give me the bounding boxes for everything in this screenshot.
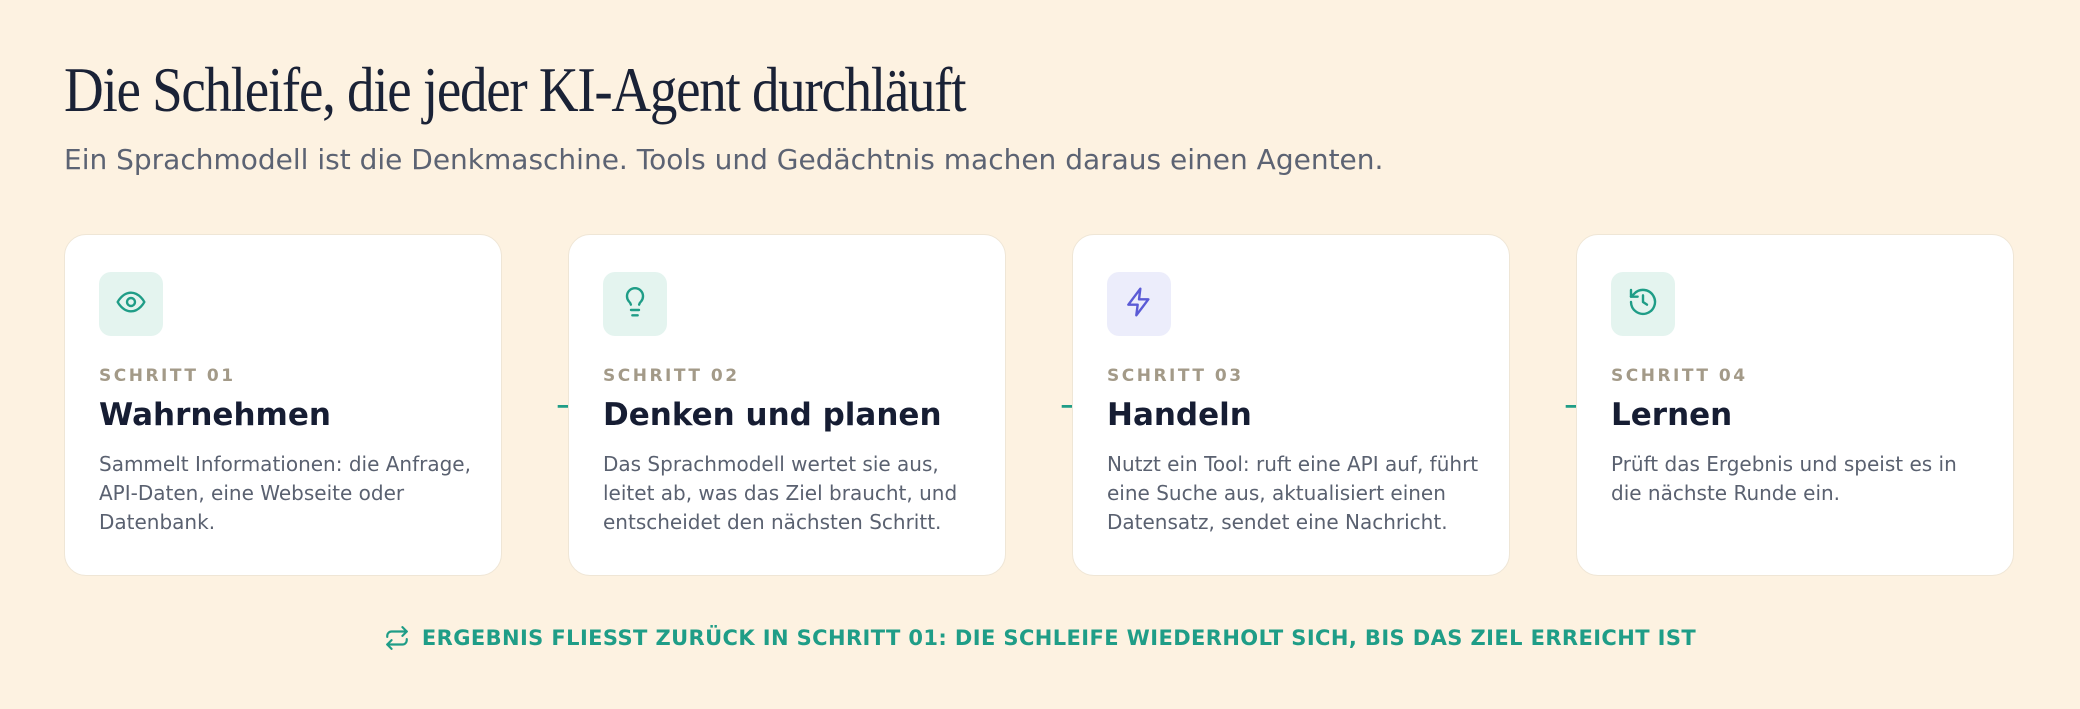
agent-loop-diagram: Die Schleife, die jeder KI-Agent durchlä… [64, 0, 2016, 709]
history-icon [1627, 286, 1659, 322]
step-icon-box [1611, 272, 1675, 336]
page-subtitle: Ein Sprachmodell ist die Denkmaschine. T… [64, 143, 1384, 176]
step-title: Handeln [1107, 397, 1252, 433]
step-title: Denken und planen [603, 397, 942, 433]
step-icon-box [1107, 272, 1171, 336]
page-title: Die Schleife, die jeder KI-Agent durchlä… [64, 54, 967, 125]
step-card-act: SCHRITT 03 Handeln Nutzt ein Tool: ruft … [1072, 234, 1510, 576]
eye-icon [115, 286, 147, 322]
lightbulb-icon [619, 286, 651, 322]
step-card-learn: SCHRITT 04 Lernen Prüft das Ergebnis und… [1576, 234, 2014, 576]
repeat-icon [384, 625, 410, 651]
loop-footer: ERGEBNIS FLIESST ZURÜCK IN SCHRITT 01: D… [64, 616, 2016, 660]
step-title: Wahrnehmen [99, 397, 331, 433]
step-label: SCHRITT 04 [1611, 366, 1748, 386]
lightning-icon [1123, 286, 1155, 322]
step-card-perceive: SCHRITT 01 Wahrnehmen Sammelt Informatio… [64, 234, 502, 576]
step-label: SCHRITT 02 [603, 366, 740, 386]
loop-footer-text: ERGEBNIS FLIESST ZURÜCK IN SCHRITT 01: D… [421, 626, 1697, 650]
step-description: Prüft das Ergebnis und speist es in die … [1611, 452, 1957, 505]
step-title: Lernen [1611, 397, 1733, 433]
step-description: Sammelt Informationen: die Anfrage, API-… [99, 452, 471, 534]
step-label: SCHRITT 03 [1107, 366, 1244, 386]
step-icon-box [99, 272, 163, 336]
step-icon-box [603, 272, 667, 336]
step-description: Nutzt ein Tool: ruft eine API auf, führt… [1107, 452, 1479, 534]
steps-row: SCHRITT 01 Wahrnehmen Sammelt Informatio… [64, 234, 2016, 578]
step-label: SCHRITT 01 [99, 366, 236, 386]
step-card-think-plan: SCHRITT 02 Denken und planen Das Sprachm… [568, 234, 1006, 576]
step-description: Das Sprachmodell wertet sie aus, leitet … [603, 452, 958, 534]
